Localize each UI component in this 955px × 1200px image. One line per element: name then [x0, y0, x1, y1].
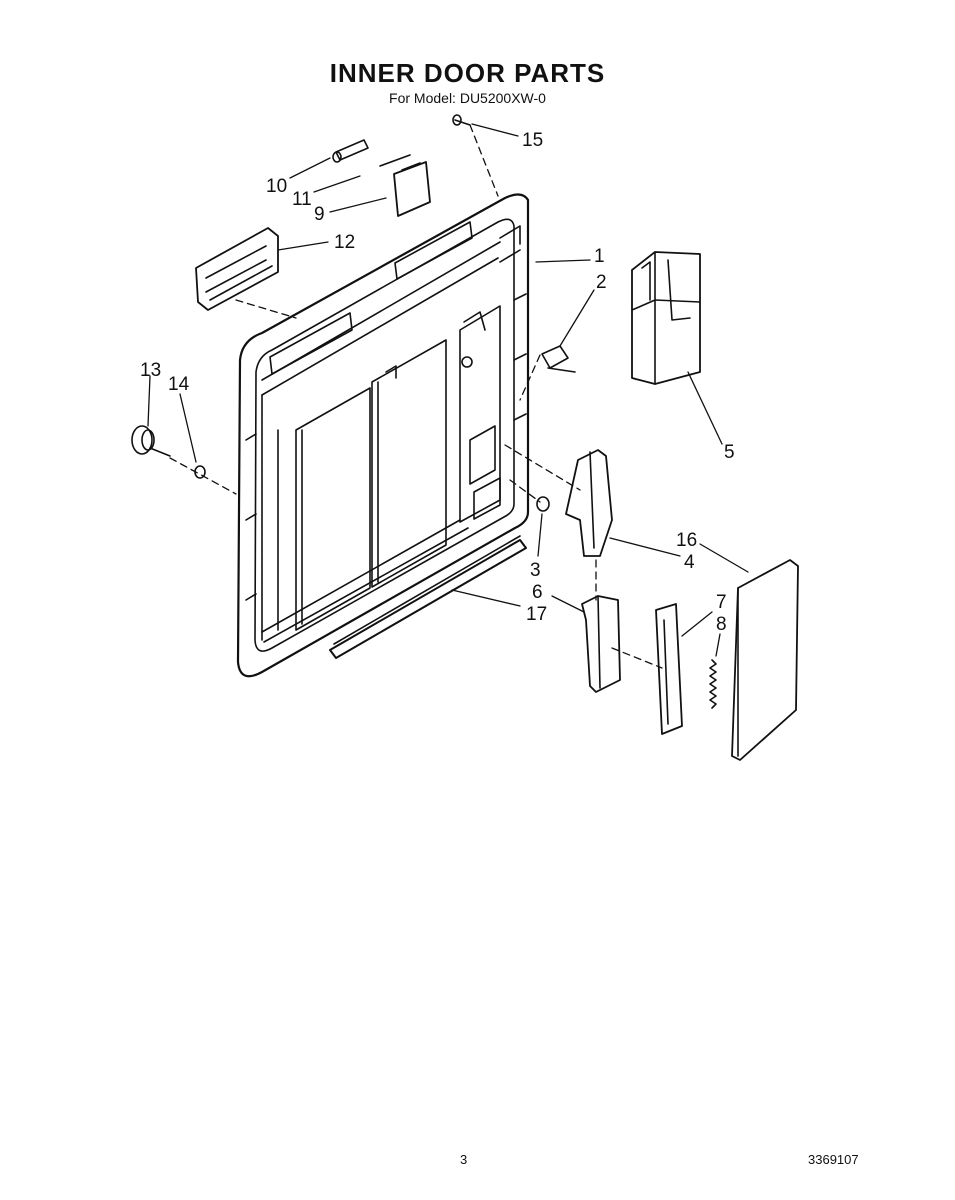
- document-number: 3369107: [808, 1152, 859, 1167]
- latch-housing: [631, 251, 701, 385]
- callout-5: 5: [724, 442, 735, 463]
- latch-plate: [581, 595, 621, 693]
- latch-arm: [565, 449, 613, 557]
- callout-13: 13: [140, 360, 161, 381]
- callout-7: 7: [716, 592, 727, 613]
- callout-11: 11: [292, 189, 312, 210]
- callout-4: 4: [684, 552, 695, 573]
- inner-door-panel: [236, 193, 530, 678]
- callout-3: 3: [530, 560, 541, 581]
- page-number: 3: [460, 1152, 468, 1167]
- callout-labels: 1 2 3 4 5 6 7 8 9 10 11 12 13 14 15 16 1…: [140, 130, 735, 635]
- callout-14: 14: [168, 374, 190, 395]
- model-subtitle: For Model: DU5200XW-0: [389, 90, 546, 106]
- door-bracket: [541, 345, 576, 373]
- vent-grille: [195, 227, 279, 311]
- small-nut: [536, 496, 550, 512]
- callout-8: 8: [716, 614, 727, 635]
- callout-10: 10: [266, 176, 287, 197]
- callout-12: 12: [334, 232, 355, 253]
- callout-1: 1: [594, 246, 605, 267]
- callout-2: 2: [596, 272, 607, 293]
- alignment-lines: [169, 124, 663, 669]
- callout-6: 6: [532, 582, 543, 603]
- page-title: INNER DOOR PARTS: [329, 58, 606, 88]
- cap-and-rod: [332, 139, 411, 167]
- detergent-cover: [393, 161, 431, 217]
- callout-16: 16: [676, 530, 697, 551]
- leader-lines: [147, 123, 749, 657]
- callout-9: 9: [314, 204, 325, 225]
- callout-17: 17: [526, 604, 547, 625]
- top-screw: [452, 114, 471, 126]
- side-panel: [731, 559, 799, 761]
- bottom-seal-strip: [329, 535, 527, 659]
- callout-15: 15: [522, 130, 543, 151]
- latch-spring: [709, 659, 717, 709]
- slider-rail: [655, 603, 683, 735]
